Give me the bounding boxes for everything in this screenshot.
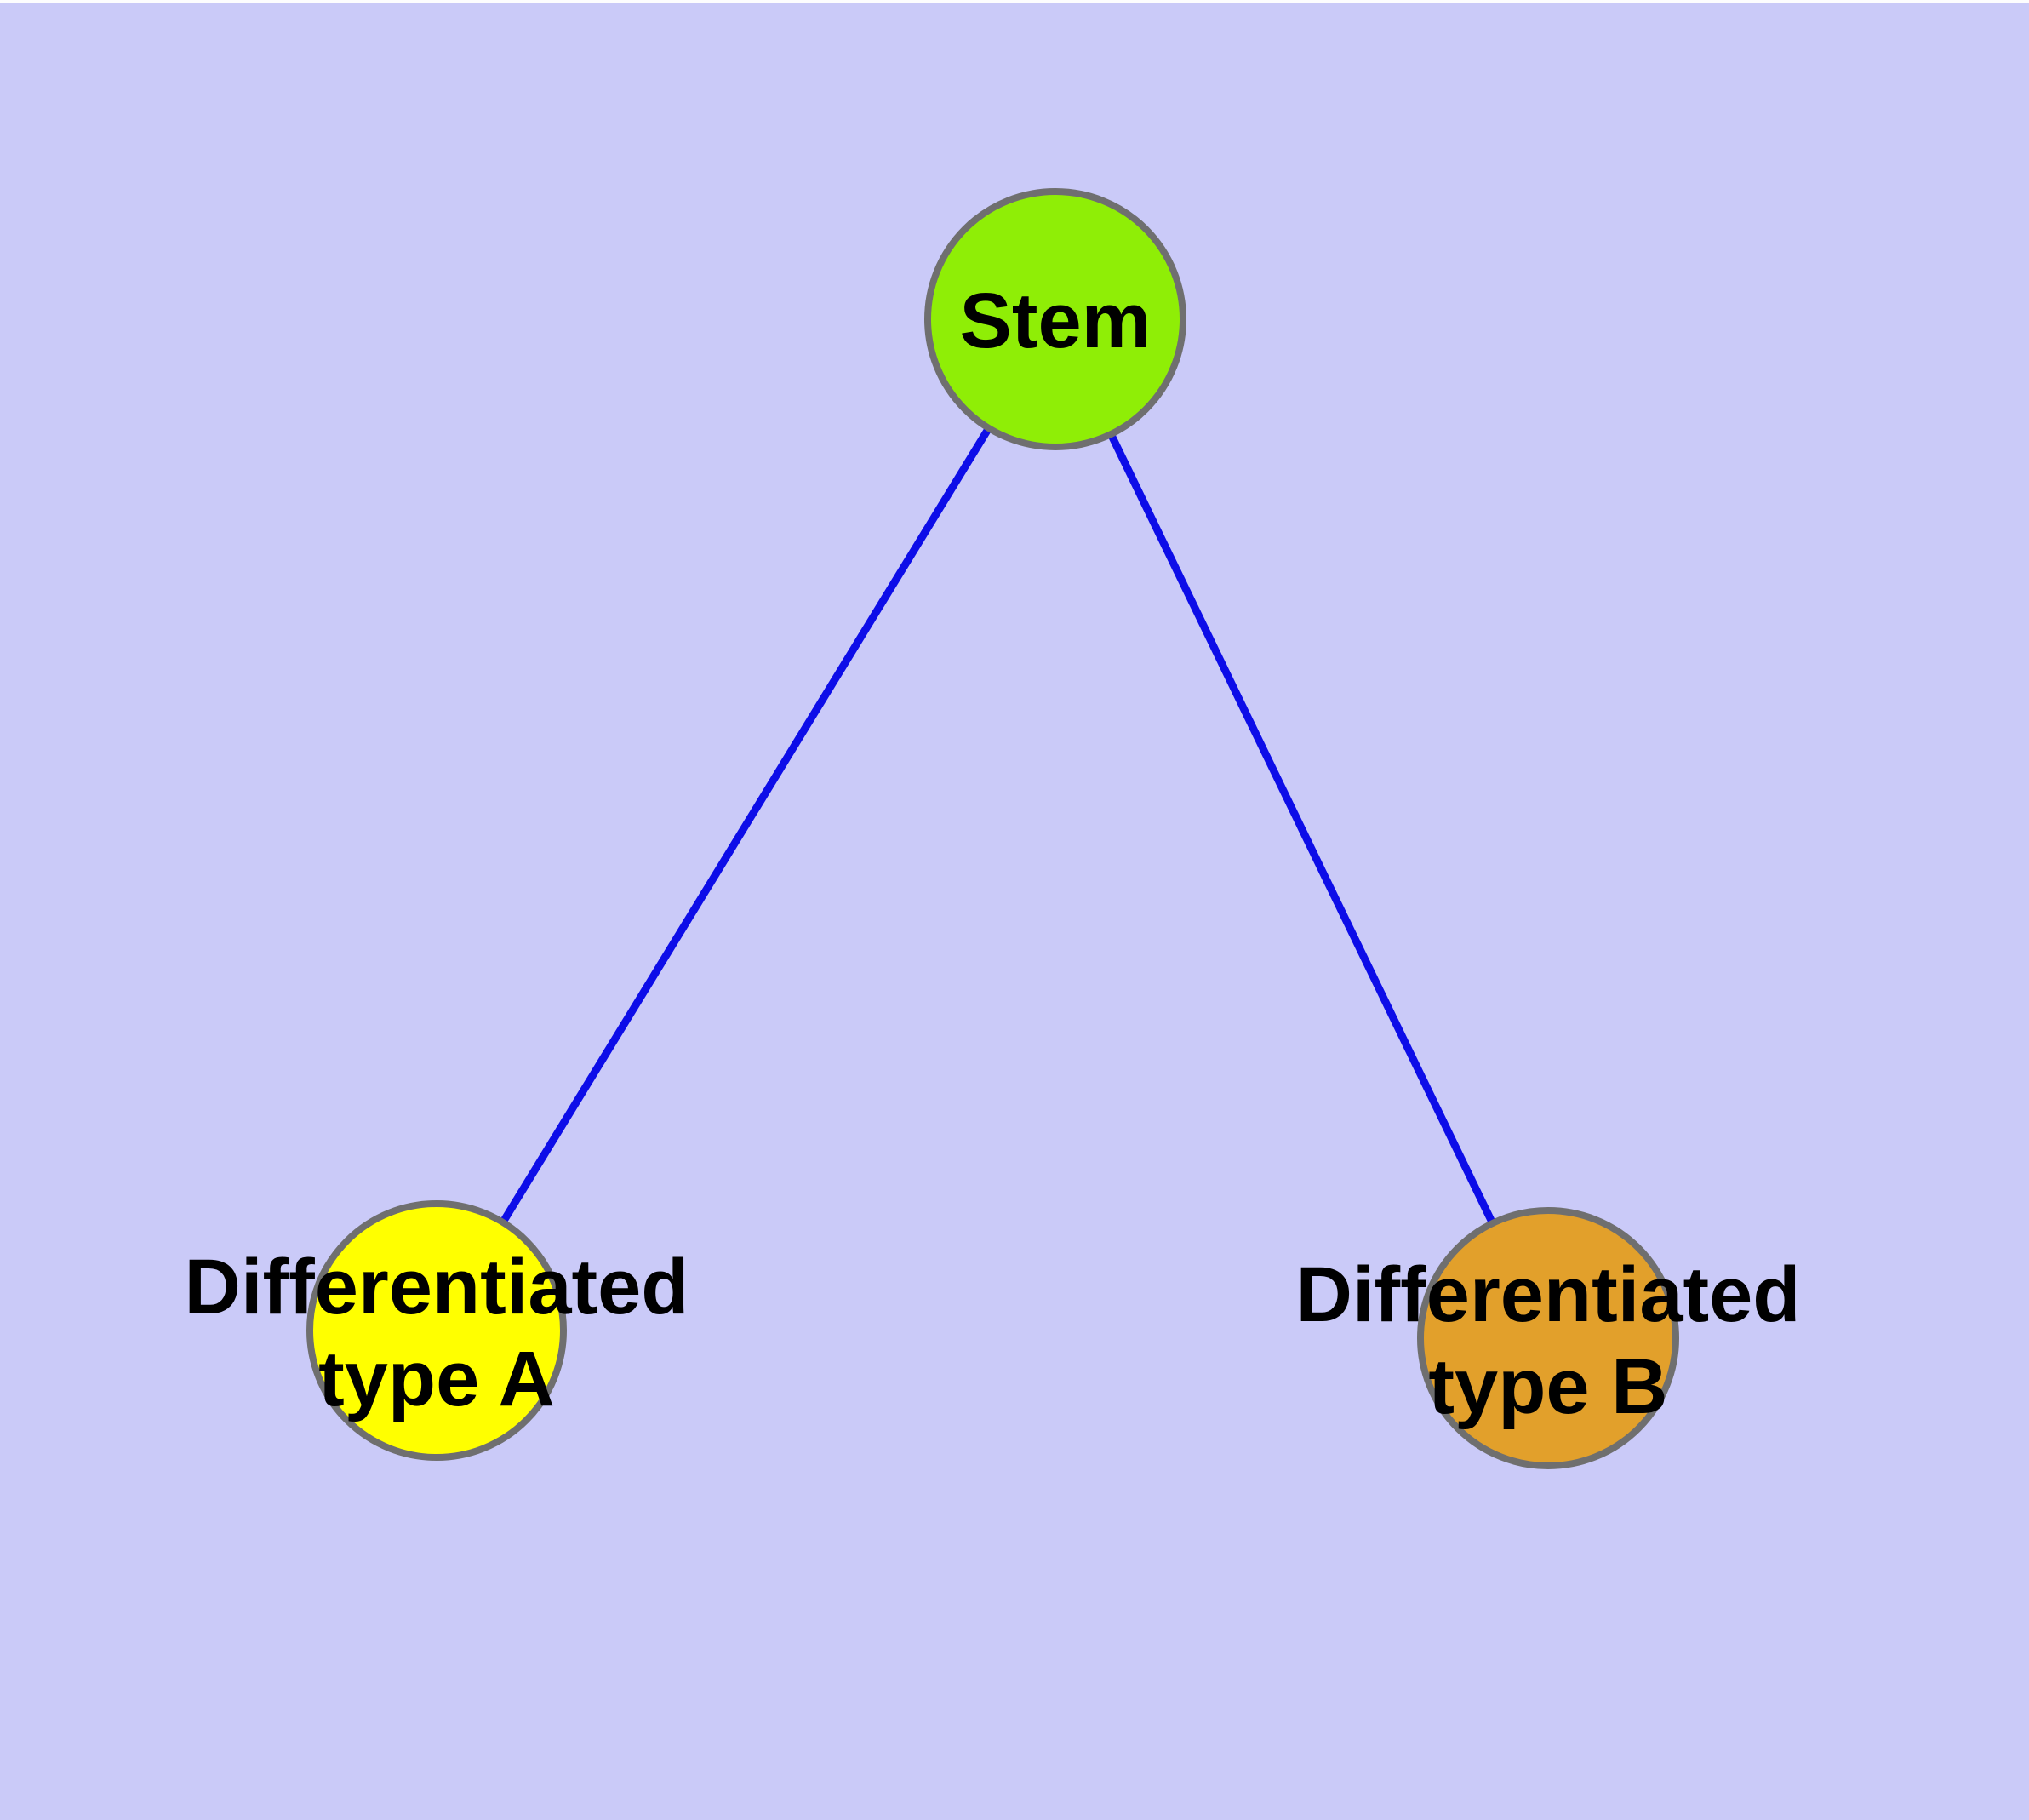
edge-stem-to-type-b	[1051, 318, 1552, 1340]
node-type-b-label-line-1: Differentiated	[1296, 1251, 1801, 1338]
node-differentiated-type-b	[1417, 1207, 1679, 1469]
node-stem-label: Stem	[960, 278, 1152, 364]
node-type-a-label-line-2: type A	[318, 1336, 555, 1422]
node-differentiated-type-a	[306, 1200, 567, 1461]
node-stem	[924, 188, 1186, 450]
node-type-b-label-line-2: type B	[1428, 1343, 1667, 1430]
top-margin-strip	[0, 0, 2029, 3]
edge-stem-to-type-a	[433, 317, 1059, 1333]
node-type-a-label-line-1: Differentiated	[185, 1244, 689, 1331]
